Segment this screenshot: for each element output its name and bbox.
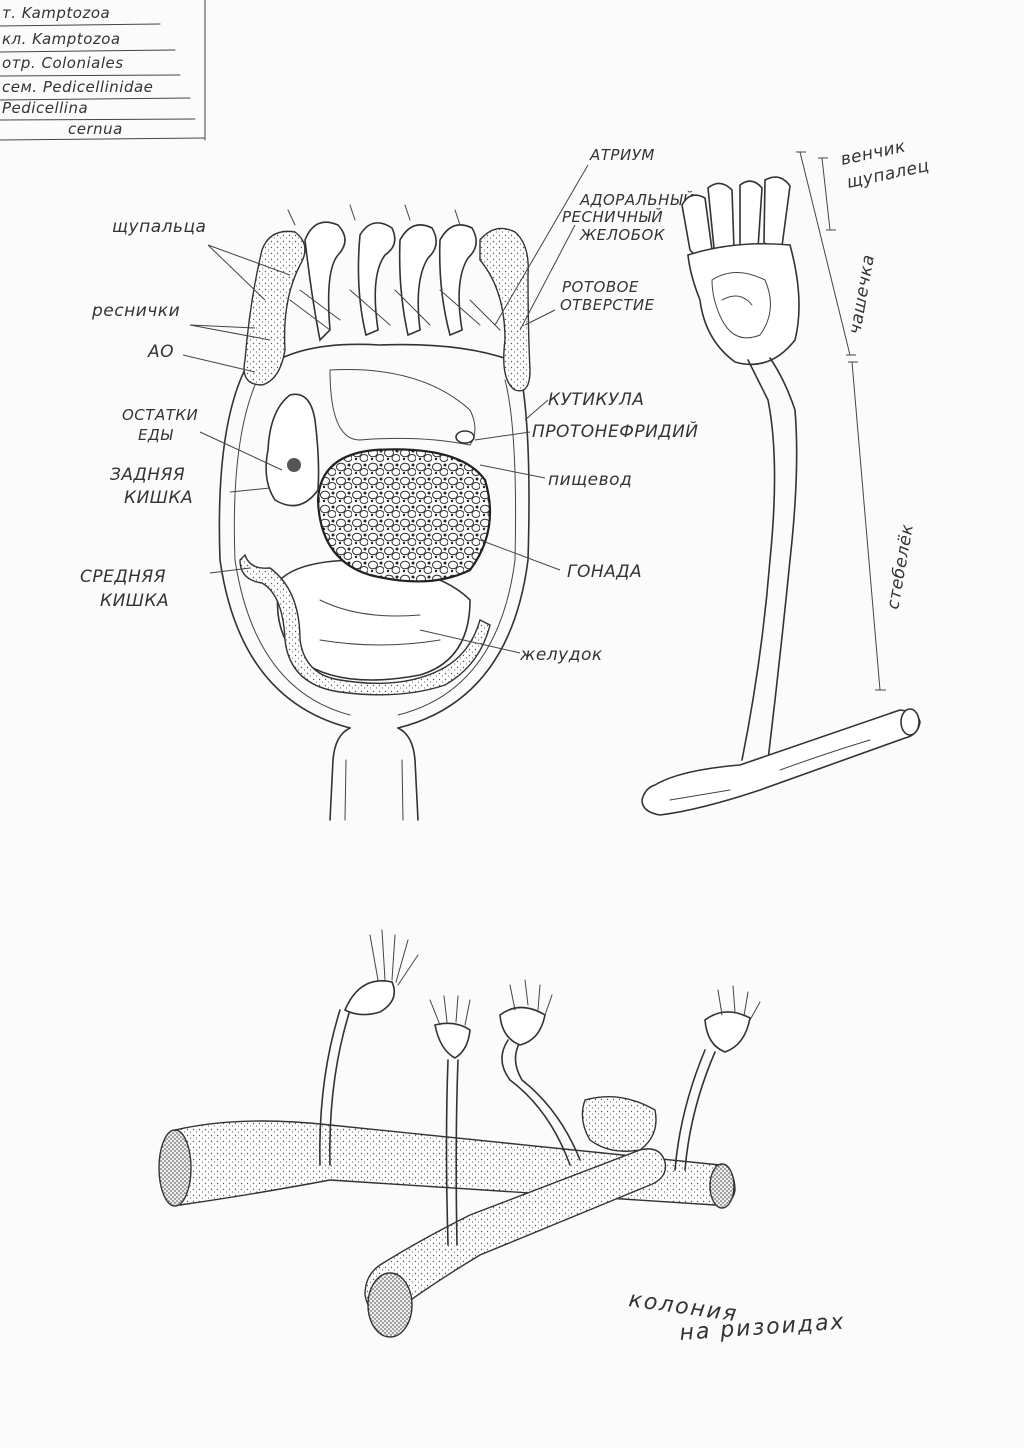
label-ao: АО xyxy=(147,342,174,362)
anatomy-labels: щупальца реснички АО ОСТАТКИ ЕДЫ ЗАДНЯЯ … xyxy=(80,146,699,665)
label-hindgut-2: КИШКА xyxy=(124,488,193,508)
measurement-brackets xyxy=(796,151,886,691)
label-atrium: АТРИУМ xyxy=(589,146,655,164)
label-adoral-1: АДОРАЛЬНЫЙ xyxy=(579,190,694,209)
label-midgut-2: КИШКА xyxy=(100,591,169,611)
taxonomy-class: кл. Kamptozoa xyxy=(2,30,121,48)
label-calyx: чашечка xyxy=(845,253,879,336)
taxonomy-phylum: т. Kamptozoa xyxy=(2,4,110,22)
taxonomy-genus: Pedicellina xyxy=(2,99,88,117)
label-adoral-3: ЖЕЛОБОК xyxy=(579,226,666,244)
label-food-remains-1: ОСТАТКИ xyxy=(122,406,198,424)
label-cilia: реснички xyxy=(91,301,180,321)
label-gonad: ГОНАДА xyxy=(567,562,642,582)
label-stalk: стебелёк xyxy=(883,522,918,611)
label-stomach: желудок xyxy=(519,645,603,665)
label-tentacles: щупальца xyxy=(112,217,206,237)
label-mouth-1: РОТОВОЕ xyxy=(562,278,639,296)
label-mouth-2: ОТВЕРСТИЕ xyxy=(560,296,655,314)
zooid-drawing xyxy=(641,176,921,816)
label-protonephridium: ПРОТОНЕФРИДИЙ xyxy=(532,420,699,442)
leader-lines xyxy=(182,164,589,654)
taxonomy-block: т. Kamptozoa кл. Kamptozoa отр. Colonial… xyxy=(0,0,206,141)
anatomy-drawing xyxy=(218,204,531,821)
taxonomy-order: отр. Coloniales xyxy=(2,54,124,72)
label-food-remains-2: ЕДЫ xyxy=(138,426,173,444)
label-cuticle: КУТИКУЛА xyxy=(548,390,644,410)
label-esophagus: пищевод xyxy=(548,470,632,490)
label-midgut-1: СРЕДНЯЯ xyxy=(80,567,166,587)
label-adoral-2: РЕСНИЧНЫЙ xyxy=(562,207,663,226)
label-hindgut-1: ЗАДНЯЯ xyxy=(110,465,185,485)
taxonomy-family: сем. Pedicellinidae xyxy=(2,78,153,96)
colony-drawing xyxy=(158,929,761,1338)
taxonomy-species: cernua xyxy=(68,120,123,138)
colony-labels: колония на ризоидах xyxy=(627,1287,846,1346)
